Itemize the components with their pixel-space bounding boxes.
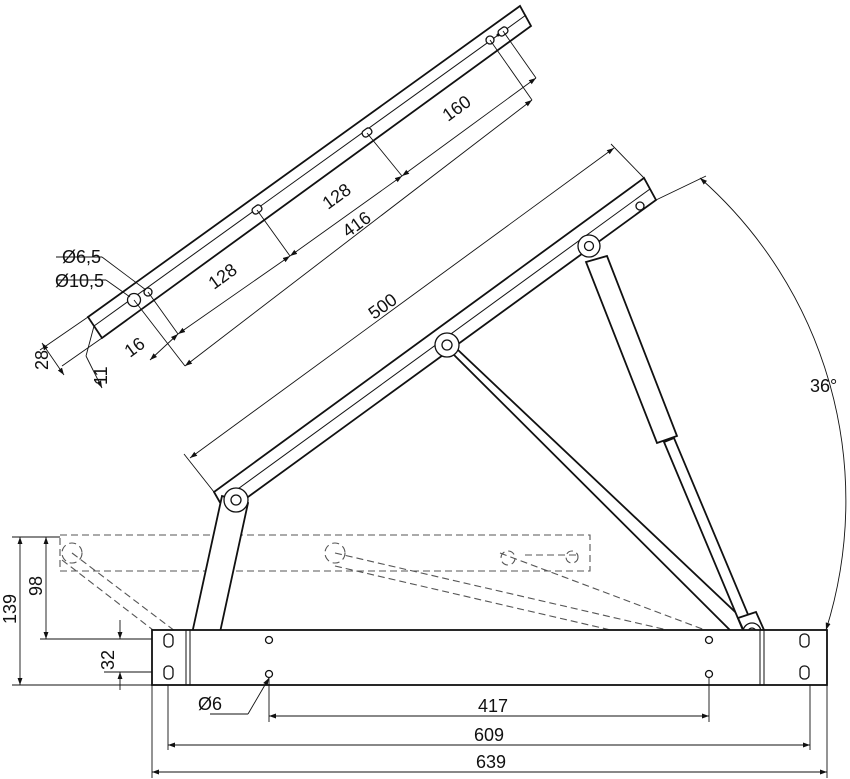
lid-bar-detail bbox=[86, 4, 533, 340]
label-base-inner: 609 bbox=[474, 725, 504, 745]
label-spacing-b: 128 bbox=[319, 179, 355, 213]
label-height-total: 139 bbox=[0, 594, 20, 624]
base-hole-callout: Ø6 bbox=[198, 677, 270, 715]
label-spacing-c: 160 bbox=[439, 91, 475, 125]
diagonal-link bbox=[434, 332, 790, 670]
label-total-holes: 416 bbox=[339, 207, 375, 241]
label-base-hole-span: 417 bbox=[478, 696, 508, 716]
label-height-closed: 98 bbox=[26, 576, 46, 596]
label-base-height: 32 bbox=[98, 650, 118, 670]
label-bar-width: 28 bbox=[32, 350, 52, 370]
label-angle: 36° bbox=[810, 376, 837, 396]
base-plate bbox=[151, 629, 828, 686]
angle-dimension: 36° bbox=[655, 175, 847, 631]
label-edge-offset: 11 bbox=[91, 366, 111, 385]
width-dimensions: 417 609 639 bbox=[151, 678, 828, 778]
gas-spring bbox=[577, 234, 766, 642]
label-hole-large: Ø10,5 bbox=[55, 271, 104, 291]
label-arm-length: 500 bbox=[365, 289, 401, 323]
label-hole-small: Ø6,5 bbox=[62, 247, 101, 267]
arm-length-dimension: 500 bbox=[183, 143, 645, 493]
lid-bar-outline bbox=[86, 4, 533, 340]
label-spacing-a: 128 bbox=[205, 259, 241, 293]
label-first-hole: 16 bbox=[121, 333, 149, 361]
height-dimensions: 139 98 32 bbox=[0, 536, 152, 690]
label-base-hole: Ø6 bbox=[198, 694, 222, 714]
label-base-total: 639 bbox=[476, 752, 506, 772]
